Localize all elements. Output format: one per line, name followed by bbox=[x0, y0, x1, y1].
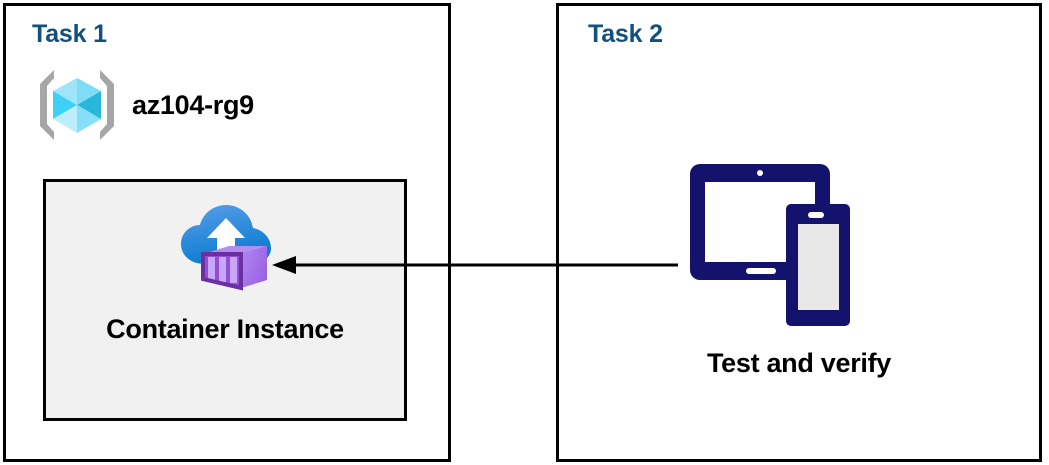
container-instance-label: Container Instance bbox=[106, 314, 344, 344]
task-panel-2-title: Task 2 bbox=[588, 20, 663, 48]
resource-group-row: az104-rg9 bbox=[36, 64, 254, 146]
task-panel-1-title: Task 1 bbox=[32, 20, 107, 48]
test-and-verify-label: Test and verify bbox=[706, 348, 892, 378]
container-instance-cloud-icon bbox=[175, 182, 275, 294]
container-instance-card: Container Instance bbox=[43, 179, 407, 421]
task-panel-1: Task 1 bbox=[3, 3, 451, 462]
resource-group-cube-icon bbox=[36, 64, 118, 146]
resource-group-label: az104-rg9 bbox=[132, 89, 254, 120]
